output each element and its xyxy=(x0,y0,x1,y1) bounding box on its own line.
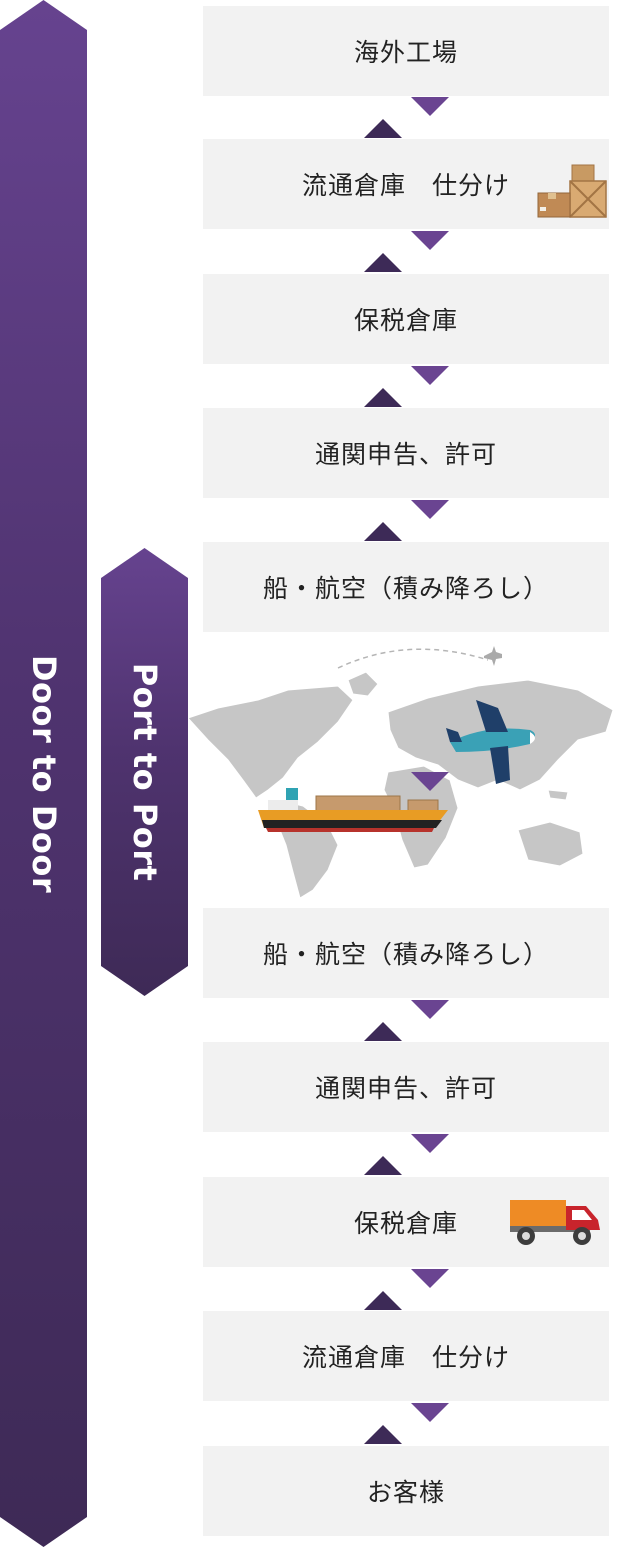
step-label: 通関申告、許可 xyxy=(314,1074,497,1103)
port-to-port-band: Port to Port xyxy=(101,548,188,996)
arrow-up xyxy=(364,253,402,272)
step-label: 船・航空（積み降ろし） xyxy=(262,574,549,603)
step-label: お客様 xyxy=(366,1478,445,1507)
arrow-down xyxy=(411,231,449,250)
step-distribution-sorting-2: 流通倉庫 仕分け xyxy=(203,1311,609,1401)
step-label: 流通倉庫 仕分け xyxy=(301,1343,510,1372)
step-label: 流通倉庫 仕分け xyxy=(301,171,510,200)
truck-icon xyxy=(510,1200,600,1245)
step-bonded-warehouse: 保税倉庫 xyxy=(203,274,609,364)
step-label: 保税倉庫 xyxy=(353,306,458,335)
arrow-down xyxy=(411,366,449,385)
arrow-up xyxy=(364,1291,402,1310)
step-label: 船・航空（積み降ろし） xyxy=(262,940,549,969)
step-distribution-sorting: 流通倉庫 仕分け xyxy=(203,139,609,229)
step-ship-air-unloading: 船・航空（積み降ろし） xyxy=(203,908,609,998)
step-ship-air-loading: 船・航空（積み降ろし） xyxy=(203,542,609,632)
arrow-down xyxy=(411,1000,449,1019)
step-customs-declaration: 通関申告、許可 xyxy=(203,408,609,498)
arrow-up xyxy=(364,1425,402,1444)
arrow-up xyxy=(364,1156,402,1175)
arrow-down xyxy=(411,97,449,116)
step-customer: お客様 xyxy=(203,1446,609,1536)
arrow-down xyxy=(411,1134,449,1153)
arrow-down-map xyxy=(411,772,449,791)
port-to-port-label: Port to Port xyxy=(125,662,164,882)
step-label: 海外工場 xyxy=(353,38,458,67)
arrow-up xyxy=(364,1022,402,1041)
world-map xyxy=(188,646,614,899)
arrow-up xyxy=(364,119,402,138)
arrow-up xyxy=(364,522,402,541)
step-label: 通関申告、許可 xyxy=(314,440,497,469)
arrow-up xyxy=(364,388,402,407)
arrow-down xyxy=(411,500,449,519)
arrow-down xyxy=(411,1403,449,1422)
arrow-down xyxy=(411,1269,449,1288)
step-overseas-factory: 海外工場 xyxy=(203,6,609,96)
door-to-door-band: Door to Door xyxy=(0,0,87,1547)
boxes-icon xyxy=(537,164,607,218)
step-customs-declaration-2: 通関申告、許可 xyxy=(203,1042,609,1132)
door-to-door-label: Door to Door xyxy=(24,654,63,893)
step-label: 保税倉庫 xyxy=(353,1209,458,1238)
